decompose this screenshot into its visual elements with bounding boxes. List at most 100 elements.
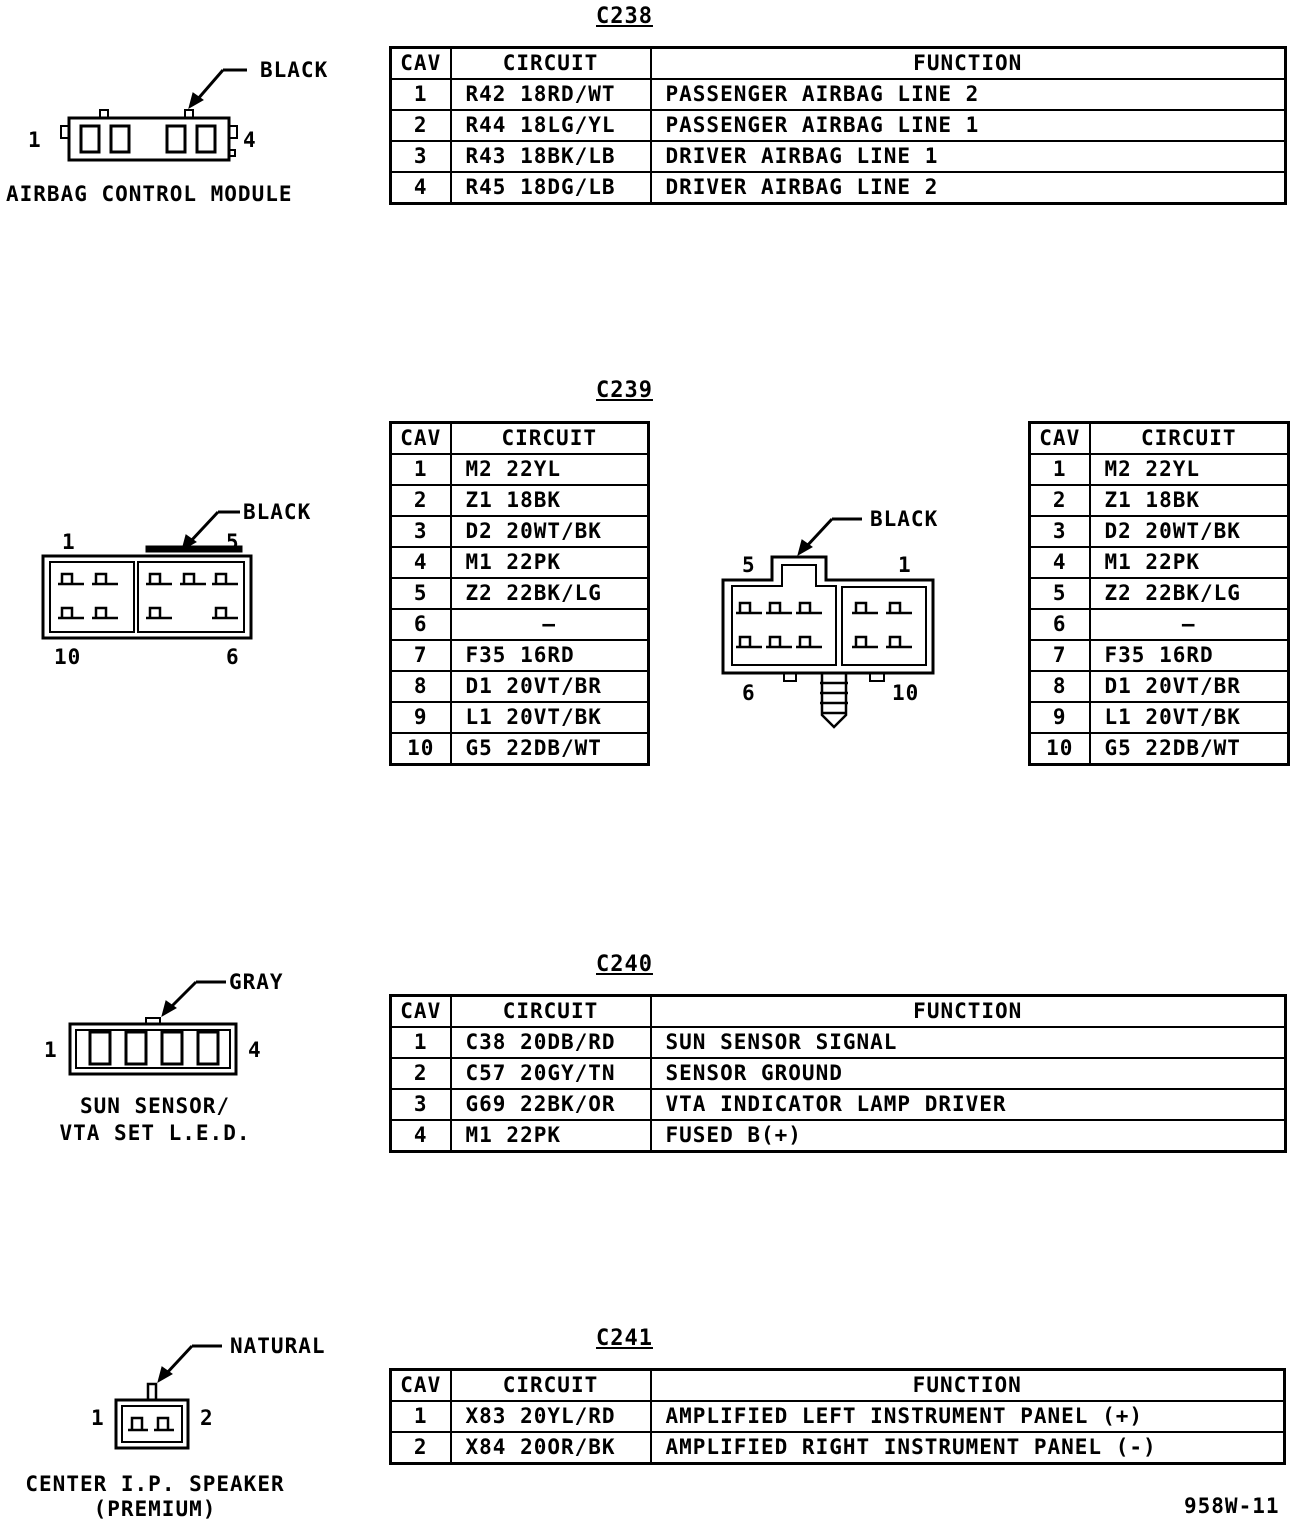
cell-circuit: – (1088, 608, 1290, 641)
cell-cav: 8 (1028, 670, 1091, 703)
cell-cav: 2 (389, 1057, 452, 1090)
figure-id: 958W-11 (1184, 1494, 1280, 1518)
c239-right-pin-tl: 5 (742, 553, 756, 577)
c239-right-pin-tr: 1 (898, 553, 912, 577)
cell-cav: 2 (389, 484, 452, 517)
header-circuit: CIRCUIT (1088, 421, 1290, 455)
header-function: FUNCTION (649, 1368, 1286, 1402)
c240-connector-icon (68, 980, 238, 1076)
cell-cav: 5 (1028, 577, 1091, 610)
cell-cav: 8 (389, 670, 452, 703)
cell-cav: 4 (1028, 546, 1091, 579)
cell-cav: 9 (389, 701, 452, 734)
table-row: 2 R44 18LG/YL PASSENGER AIRBAG LINE 1 (389, 109, 1287, 142)
cell-circuit: D2 20WT/BK (1088, 515, 1290, 548)
cell-cav: 10 (1028, 732, 1091, 766)
c239-right-pin-br: 10 (892, 681, 920, 705)
header-circuit: CIRCUIT (449, 1368, 652, 1402)
cell-cav: 3 (389, 1088, 452, 1121)
cell-function: PASSENGER AIRBAG LINE 1 (649, 109, 1287, 142)
cell-circuit: X84 20OR/BK (449, 1431, 652, 1465)
cell-function: VTA INDICATOR LAMP DRIVER (649, 1088, 1287, 1121)
cell-circuit: M1 22PK (1088, 546, 1290, 579)
cell-circuit: L1 20VT/BK (449, 701, 650, 734)
table-row: 4 R45 18DG/LB DRIVER AIRBAG LINE 2 (389, 171, 1287, 205)
cell-cav: 2 (389, 109, 452, 142)
cell-circuit: F35 16RD (449, 639, 650, 672)
c241-component-label-2: (PREMIUM) (93, 1497, 217, 1521)
c241-connector-icon (114, 1344, 222, 1450)
cell-cav: 6 (389, 608, 452, 641)
cell-cav: 9 (1028, 701, 1091, 734)
cell-cav: 1 (389, 453, 452, 486)
c240-color-label: GRAY (229, 970, 284, 994)
table-header: CAV CIRCUIT FUNCTION (389, 46, 1287, 80)
c240-title: C240 (596, 952, 653, 977)
cell-circuit: M2 22YL (449, 453, 650, 486)
cell-circuit: M1 22PK (449, 546, 650, 579)
cell-circuit: R42 18RD/WT (449, 78, 652, 111)
c238-color-label: BLACK (260, 58, 329, 82)
c238-title: C238 (596, 4, 653, 29)
c239-right-pin-bl: 6 (742, 681, 756, 705)
c240-pinout-table: CAV CIRCUIT FUNCTION 1 C38 20DB/RD SUN S… (389, 994, 1287, 1153)
cell-circuit: C57 20GY/TN (449, 1057, 652, 1090)
c239-left-color-label: BLACK (243, 500, 312, 524)
c241-title: C241 (596, 1326, 653, 1351)
cell-circuit: F35 16RD (1088, 639, 1290, 672)
table-row: 2 X84 20OR/BK AMPLIFIED RIGHT INSTRUMENT… (389, 1431, 1286, 1465)
c241-component-label-1: CENTER I.P. SPEAKER (25, 1472, 285, 1496)
table-row: 6– (389, 608, 650, 641)
cell-cav: 7 (389, 639, 452, 672)
c238-pin-left: 1 (28, 128, 42, 152)
c238-component-label: AIRBAG CONTROL MODULE (6, 182, 293, 206)
c239-right-connector-icon (721, 517, 935, 729)
c239-left-connector-icon (41, 510, 253, 640)
table-row: 2 C57 20GY/TN SENSOR GROUND (389, 1057, 1287, 1090)
cell-cav: 4 (389, 171, 452, 205)
cell-function: FUSED B(+) (649, 1119, 1287, 1153)
cell-function: AMPLIFIED RIGHT INSTRUMENT PANEL (-) (649, 1431, 1286, 1465)
cell-circuit: – (449, 608, 650, 641)
cell-cav: 3 (389, 515, 452, 548)
cell-circuit: R43 18BK/LB (449, 140, 652, 173)
c240-component-label-2: VTA SET L.E.D. (59, 1121, 251, 1145)
table-header: CAV CIRCUIT (1028, 421, 1290, 455)
header-function: FUNCTION (649, 46, 1287, 80)
table-header: CAV CIRCUIT FUNCTION (389, 994, 1287, 1028)
cell-function: DRIVER AIRBAG LINE 2 (649, 171, 1287, 205)
header-cav: CAV (1028, 421, 1091, 455)
cell-cav: 3 (389, 140, 452, 173)
table-row: 4 M1 22PK FUSED B(+) (389, 1119, 1287, 1153)
c238-pinout-table: CAV CIRCUIT FUNCTION 1 R42 18RD/WT PASSE… (389, 46, 1287, 205)
cell-cav: 7 (1028, 639, 1091, 672)
cell-circuit: Z2 22BK/LG (449, 577, 650, 610)
cell-cav: 3 (1028, 515, 1091, 548)
header-cav: CAV (389, 1368, 452, 1402)
cell-circuit: D1 20VT/BR (449, 670, 650, 703)
table-row: 1 R42 18RD/WT PASSENGER AIRBAG LINE 2 (389, 78, 1287, 111)
cell-cav: 6 (1028, 608, 1091, 641)
table-row: 1 X83 20YL/RD AMPLIFIED LEFT INSTRUMENT … (389, 1400, 1286, 1433)
c241-pin-right: 2 (200, 1406, 214, 1430)
c241-color-label: NATURAL (230, 1334, 326, 1358)
cell-circuit: Z1 18BK (449, 484, 650, 517)
header-circuit: CIRCUIT (449, 46, 652, 80)
c238-connector-icon (60, 68, 247, 162)
table-header: CAV CIRCUIT (389, 421, 650, 455)
cell-cav: 1 (389, 78, 452, 111)
